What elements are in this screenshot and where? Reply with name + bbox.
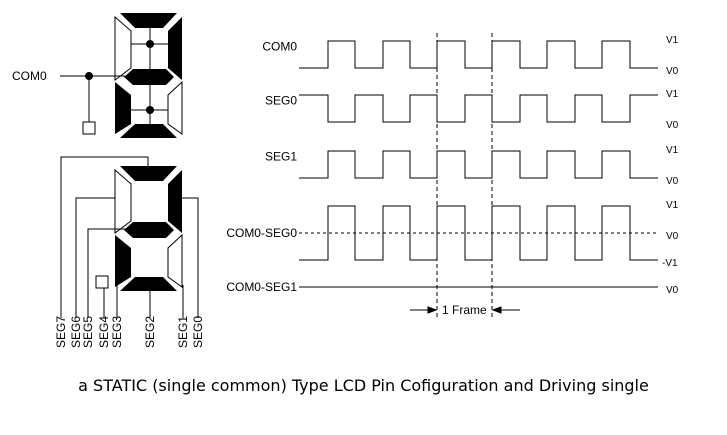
- waveform-label: SEG0: [265, 94, 297, 108]
- voltage-level-label: -V1: [662, 258, 678, 269]
- waveform-label: COM0-SEG1: [226, 280, 297, 294]
- voltage-level-label: V0: [666, 176, 679, 187]
- voltage-level-label: V0: [666, 120, 679, 131]
- waveform-com0-seg1: COM0-SEG1 V0: [226, 280, 678, 296]
- voltage-level-label: V1: [666, 35, 679, 46]
- frame-label: 1 Frame: [442, 303, 487, 317]
- voltage-level-label: V0: [666, 66, 679, 77]
- seg-pin-label: SEG2: [143, 316, 157, 348]
- waveform-trace: [299, 40, 658, 69]
- voltage-level-label: V0: [666, 231, 679, 242]
- seg-pin-label: SEG3: [110, 316, 124, 348]
- seg-pin-label: SEG7: [54, 316, 68, 348]
- frame-markers: [410, 33, 520, 318]
- seg-pin-label: SEG1: [176, 316, 190, 348]
- waveform-label: COM0: [262, 40, 297, 54]
- voltage-level-label: V1: [666, 89, 679, 100]
- waveform-label: COM0-SEG0: [226, 226, 297, 240]
- waveform-label: SEG1: [265, 150, 297, 164]
- waveform-trace: [299, 205, 658, 261]
- seg-pin-label: SEG6: [69, 316, 83, 348]
- com0-pin-label: COM0: [12, 69, 47, 83]
- seg-pin-label: SEG5: [81, 316, 95, 348]
- waveform-trace: [299, 94, 658, 123]
- voltage-level-label: V1: [666, 200, 679, 211]
- voltage-level-label: V0: [666, 285, 679, 296]
- seg-pin-label: SEG0: [191, 316, 205, 348]
- seg-pin-label: SEG4: [97, 316, 111, 348]
- com-digit: COM0: [12, 12, 183, 139]
- figure-caption: a STATIC (single common) Type LCD Pin Co…: [78, 376, 649, 395]
- waveform-trace: [299, 150, 658, 179]
- voltage-level-label: V1: [666, 145, 679, 156]
